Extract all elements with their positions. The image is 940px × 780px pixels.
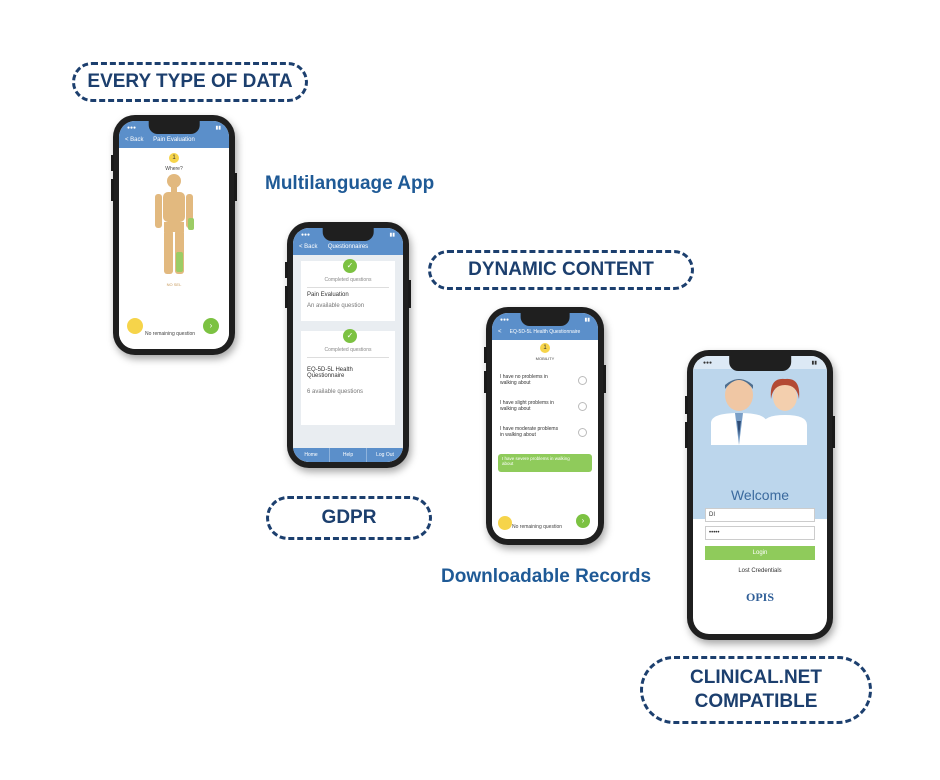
doctors-illustration xyxy=(711,378,807,445)
phone3-screen: ●●●▮▮ < EQ-5D-5L Health Questionnaire 1 … xyxy=(492,313,598,539)
phone2-card2-title: EQ-5D-5L Health Questionnaire xyxy=(307,367,353,379)
badge-clinical-line2: COMPATIBLE xyxy=(694,691,818,712)
phone3-title: EQ-5D-5L Health Questionnaire xyxy=(509,329,581,335)
phone3-navbar: < EQ-5D-5L Health Questionnaire xyxy=(492,326,598,340)
phone3-radio-2[interactable] xyxy=(578,402,587,411)
phone2-card-eq5d[interactable]: ✓ Completed questions EQ-5D-5L Health Qu… xyxy=(301,329,395,425)
phone-eq5d-questionnaire: ●●●▮▮ < EQ-5D-5L Health Questionnaire 1 … xyxy=(484,307,606,545)
badge-gdpr-text: GDPR xyxy=(321,507,377,528)
phone4-login-button[interactable]: Login xyxy=(705,546,815,560)
phone3-option-3[interactable]: I have moderate problems in walking abou… xyxy=(500,426,559,438)
phone4-username-value: DI xyxy=(709,512,715,518)
phone4-hero: Welcome xyxy=(693,369,827,519)
phone2-tab-help[interactable]: Help xyxy=(329,448,366,462)
badge-clinical-net: CLINICAL.NET COMPATIBLE xyxy=(640,656,872,724)
phone2-card-pain-evaluation[interactable]: ✓ Completed questions Pain Evaluation An… xyxy=(301,259,395,321)
phone1-caption: NO SEL xyxy=(166,282,182,287)
badge-gdpr: GDPR xyxy=(266,496,432,540)
badge-dynamic-content-text: DYNAMIC CONTENT xyxy=(468,259,654,280)
phone3-back-button[interactable]: < xyxy=(498,329,502,335)
phone4-lost-credentials[interactable]: Lost Credentials xyxy=(738,568,782,574)
phone1-navbar: < Back Pain Evaluation xyxy=(119,134,229,148)
phone3-step-indicator: 1 xyxy=(540,343,550,353)
phone2-card2-sub: 6 available questions xyxy=(307,389,364,395)
phone1-question: Where? xyxy=(165,166,183,172)
opis-logo: OPIS xyxy=(693,590,827,605)
phone3-radio-1[interactable] xyxy=(578,376,587,385)
phone3-yellow-dot xyxy=(498,516,512,530)
phone3-option-2[interactable]: I have slight problems in walking about xyxy=(500,400,554,412)
phone4-username-field[interactable]: DI xyxy=(705,508,815,522)
phone4-password-value: ••••• xyxy=(709,530,720,536)
phone1-screen: ●●●▮▮ < Back Pain Evaluation 1 Where? NO… xyxy=(119,121,229,349)
phone4-screen: ●●●▮▮ Welcome DI ••••• Login Lost Creden… xyxy=(693,356,827,634)
phone3-option-4-selected[interactable]: I have severe problems in walking about xyxy=(498,454,592,472)
badge-every-type-of-data-text: EVERY TYPE OF DATA xyxy=(87,71,293,92)
badge-dynamic-content: DYNAMIC CONTENT xyxy=(428,250,694,290)
phone1-yellow-dot xyxy=(127,318,143,334)
phone2-tab-logout[interactable]: Log Out xyxy=(366,448,403,462)
phone2-back-button[interactable]: < Back xyxy=(299,244,318,250)
phone3-section: MOBILITY xyxy=(535,356,555,361)
phone2-check-icon-1: ✓ xyxy=(343,259,357,273)
phone3-option-4: I have severe problems in walking about xyxy=(502,456,570,466)
phone4-login-label: Login xyxy=(752,550,768,556)
label-multilanguage-app: Multilanguage App xyxy=(265,173,435,194)
phone3-next-button[interactable]: › xyxy=(576,514,590,528)
phone2-card1-sub: An available question xyxy=(307,303,365,309)
opis-logo-text: OPIS xyxy=(745,590,774,604)
phone1-step-indicator: 1 xyxy=(169,153,179,163)
phone2-card2-status: Completed questions xyxy=(324,347,372,353)
phone3-option-1[interactable]: I have no problems in walking about xyxy=(500,374,548,386)
phone2-tabbar: Home Help Log Out xyxy=(293,448,403,462)
phone1-back-button[interactable]: < Back xyxy=(125,137,144,143)
phone3-remaining: No remaining question xyxy=(512,524,563,530)
phone3-radio-3[interactable] xyxy=(578,428,587,437)
phone1-body-map[interactable] xyxy=(149,172,199,280)
phone2-title: Questionnaires xyxy=(327,244,369,250)
phone4-welcome: Welcome xyxy=(730,487,790,503)
phone2-card1-title: Pain Evaluation xyxy=(307,292,349,298)
phone2-check-icon-2: ✓ xyxy=(343,329,357,343)
badge-clinical-line1: CLINICAL.NET xyxy=(690,667,822,688)
phone1-next-button[interactable]: › xyxy=(203,318,219,334)
phone2-navbar: < Back Questionnaires xyxy=(293,241,403,255)
phone1-remaining: No remaining question xyxy=(145,331,196,337)
phone4-password-field[interactable]: ••••• xyxy=(705,526,815,540)
phone-questionnaires: ●●●▮▮ < Back Questionnaires ✓ Completed … xyxy=(285,222,411,468)
phone-login: ●●●▮▮ Welcome DI ••••• Login Lost Creden… xyxy=(685,350,835,640)
phone2-card1-status: Completed questions xyxy=(324,277,372,283)
phone2-tab-home[interactable]: Home xyxy=(304,452,318,458)
badge-every-type-of-data: EVERY TYPE OF DATA xyxy=(72,62,308,102)
label-downloadable-records: Downloadable Records xyxy=(441,566,652,587)
phone-pain-evaluation: ●●●▮▮ < Back Pain Evaluation 1 Where? NO… xyxy=(111,115,237,355)
phone1-title: Pain Evaluation xyxy=(153,137,195,143)
phone2-screen: ●●●▮▮ < Back Questionnaires ✓ Completed … xyxy=(293,228,403,462)
